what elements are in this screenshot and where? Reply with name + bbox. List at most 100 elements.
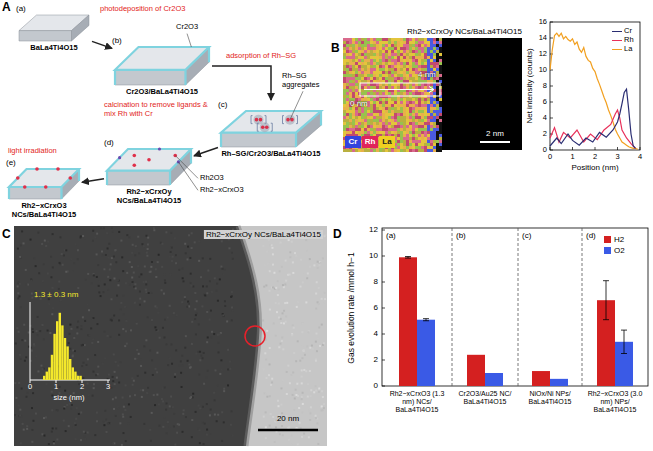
tem-grain [96, 420, 98, 422]
map-pixel [379, 122, 382, 125]
tem-grain [220, 266, 222, 268]
map-pixel [439, 143, 442, 146]
tem-grain [114, 249, 116, 251]
tem-grain [94, 236, 96, 238]
map-pixel [403, 146, 406, 149]
map-pixel [433, 110, 436, 113]
map-pixel [379, 77, 382, 80]
map-pixel [349, 131, 352, 134]
tem-grain [93, 387, 95, 389]
tem-grain [143, 345, 145, 347]
tem-grain [117, 365, 119, 367]
map-pixel [430, 131, 433, 134]
map-pixel [391, 116, 394, 119]
map-pixel [349, 95, 352, 98]
tem-grain [47, 241, 49, 243]
tem-grain [227, 384, 229, 386]
map-pixel [352, 38, 355, 41]
map-pixel [436, 125, 439, 128]
map-pixel [382, 38, 385, 41]
map-pixel [397, 38, 400, 41]
map-pixel [391, 71, 394, 74]
tem-grain [164, 282, 166, 284]
map-pixel [385, 71, 388, 74]
tem-grain [141, 396, 143, 398]
map-pixel [385, 128, 388, 131]
map-pixel [439, 116, 442, 119]
map-pixel [379, 125, 382, 128]
map-pixel [382, 44, 385, 47]
map-pixel [376, 119, 379, 122]
map-pixel [415, 110, 418, 113]
map-pixel [355, 68, 358, 71]
map-pixel [349, 149, 352, 152]
map-pixel [403, 113, 406, 116]
tem-grain [223, 315, 225, 317]
map-pixel [382, 74, 385, 77]
map-pixel [373, 107, 376, 110]
tem-grain [98, 281, 100, 283]
map-pixel [421, 137, 424, 140]
map-pixel [385, 62, 388, 65]
map-pixel [433, 137, 436, 140]
tem-grain [229, 361, 231, 363]
tem-grain [107, 257, 109, 259]
map-pixel [391, 74, 394, 77]
tem-grain [48, 303, 50, 305]
map-pixel [412, 68, 415, 71]
map-pixel [379, 149, 382, 152]
tem-grain [25, 284, 27, 286]
map-pixel [388, 71, 391, 74]
map-pixel [424, 41, 427, 44]
map-pixel [400, 125, 403, 128]
map-pixel [352, 74, 355, 77]
tem-grain [32, 331, 34, 333]
tem-grain [93, 274, 95, 276]
tem-grain [107, 423, 109, 425]
tem-grain [27, 392, 29, 394]
map-pixel [439, 56, 442, 59]
substrate-slab [9, 167, 79, 199]
tem-grain [23, 429, 25, 431]
map-pixel [349, 65, 352, 68]
map-pixel [439, 41, 442, 44]
map-pixel [364, 65, 367, 68]
tem-grain [198, 374, 200, 376]
tem-grain [197, 428, 199, 430]
tick-mark [550, 150, 553, 151]
tem-grain [162, 327, 164, 329]
map-pixel [346, 104, 349, 107]
map-pixel [343, 125, 346, 128]
map-pixel [427, 65, 430, 68]
map-pixel [364, 41, 367, 44]
tem-grain [181, 301, 183, 303]
tem-grain [97, 366, 99, 368]
map-pixel [364, 77, 367, 80]
map-pixel [373, 47, 376, 50]
map-pixel [343, 65, 346, 68]
tem-grain [41, 324, 43, 326]
tem-grain [217, 300, 219, 302]
map-pixel [430, 47, 433, 50]
map-pixel [358, 74, 361, 77]
tem-grain [96, 276, 98, 278]
map-pixel [409, 41, 412, 44]
map-pixel [379, 47, 382, 50]
map-pixel [430, 125, 433, 128]
map-pixel [349, 80, 352, 83]
tem-grain [161, 398, 163, 400]
tem-grain [120, 240, 122, 242]
line-profile [550, 33, 638, 149]
map-pixel [382, 104, 385, 107]
map-pixel [433, 128, 436, 131]
map-pixel [433, 98, 436, 101]
map-pixel [382, 77, 385, 80]
map-pixel [394, 98, 397, 101]
map-pixel [439, 44, 442, 47]
tem-grain [40, 365, 42, 367]
nanocluster-dot [16, 176, 20, 180]
map-pixel [430, 143, 433, 146]
map-pixel [352, 68, 355, 71]
tem-grain [76, 326, 78, 328]
map-pixel [370, 149, 373, 152]
